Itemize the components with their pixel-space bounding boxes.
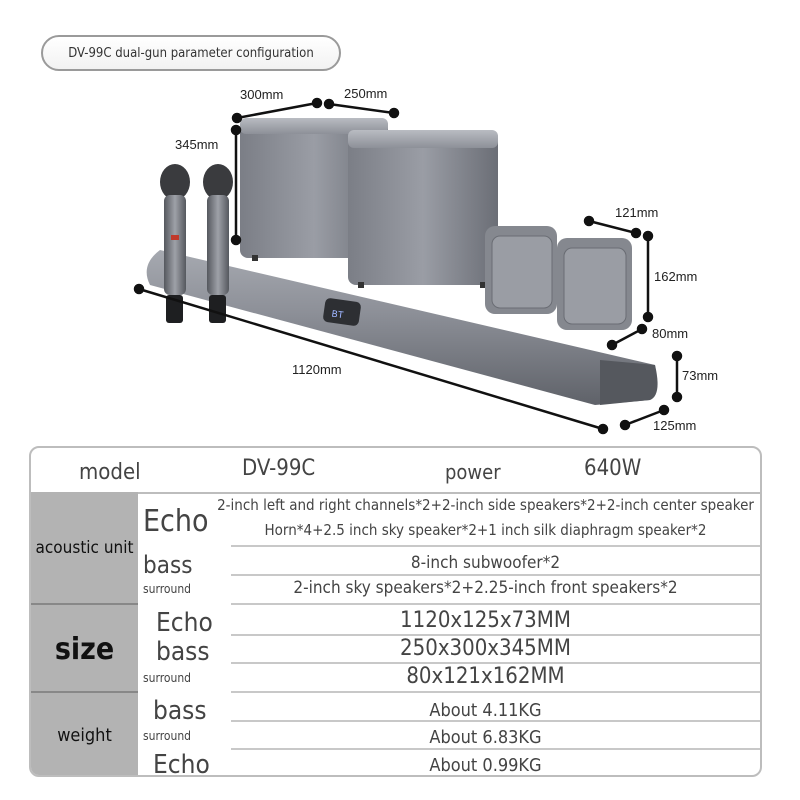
weight-surround-value: About 6.83KG [429,727,542,748]
power-label: power [445,460,501,484]
subwoofer-right [348,130,498,288]
power-value: 640W [584,456,642,481]
model-row: model DV-99C power 640W [31,448,760,494]
acoustic-echo-line1: 2-inch left and right channels*2+2-inch … [217,496,754,514]
acoustic-surround-label: surround [143,582,192,596]
title-banner: DV-99C dual-gun parameter configuration [41,35,341,71]
surround-speaker-left [485,226,557,314]
weight-surround-label: surround [143,729,192,743]
category-size: size [31,605,138,693]
microphone-right [203,164,233,323]
model-value: DV-99C [242,456,316,481]
dim-subwoofer-depth: 250mm [344,86,388,101]
category-acoustic-unit: acoustic unit [31,492,138,604]
weight-bass-value: About 4.11KG [429,700,542,721]
weight-echo-label: Echo [153,750,210,777]
spec-table: model DV-99C power 640W acoustic unit Ec… [29,446,762,777]
size-surround-label: surround [143,671,192,685]
size-surround-value: 80x121x162MM [406,664,565,689]
dim-surround-depth: 80mm [652,326,689,341]
surround-speaker-right [557,238,632,330]
size-echo-value: 1120x125x73MM [400,608,571,633]
acoustic-bass-value: 8-inch subwoofer*2 [410,553,561,573]
dim-subwoofer-height: 345mm [175,137,219,152]
soundbar: BT [146,250,658,405]
dim-soundbar-length: 1120mm [292,362,342,377]
category-weight: weight [31,693,138,775]
size-bass-value: 250x300x345MM [400,636,571,661]
acoustic-bass-label: bass [143,551,193,579]
weight-echo-value: About 0.99KG [429,755,542,776]
model-label: model [79,460,141,485]
bt-display: BT [331,310,344,323]
dim-soundbar-depth: 125mm [653,418,697,433]
size-bass-label: bass [156,637,210,667]
acoustic-echo-label: Echo [143,504,209,539]
dim-surround-width: 121mm [615,205,659,220]
acoustic-echo-line2: Horn*4+2.5 inch sky speaker*2+1 inch sil… [264,521,707,539]
size-echo-label: Echo [156,608,213,638]
title-text: DV-99C dual-gun parameter configuration [68,45,314,61]
dim-soundbar-height: 73mm [682,368,719,383]
dim-surround-height: 162mm [654,269,698,284]
weight-bass-label: bass [153,696,207,726]
acoustic-surround-value: 2-inch sky speakers*2+2.25-inch front sp… [293,578,678,598]
product-illustration: BT [133,97,683,435]
dim-subwoofer-width: 300mm [240,87,284,102]
